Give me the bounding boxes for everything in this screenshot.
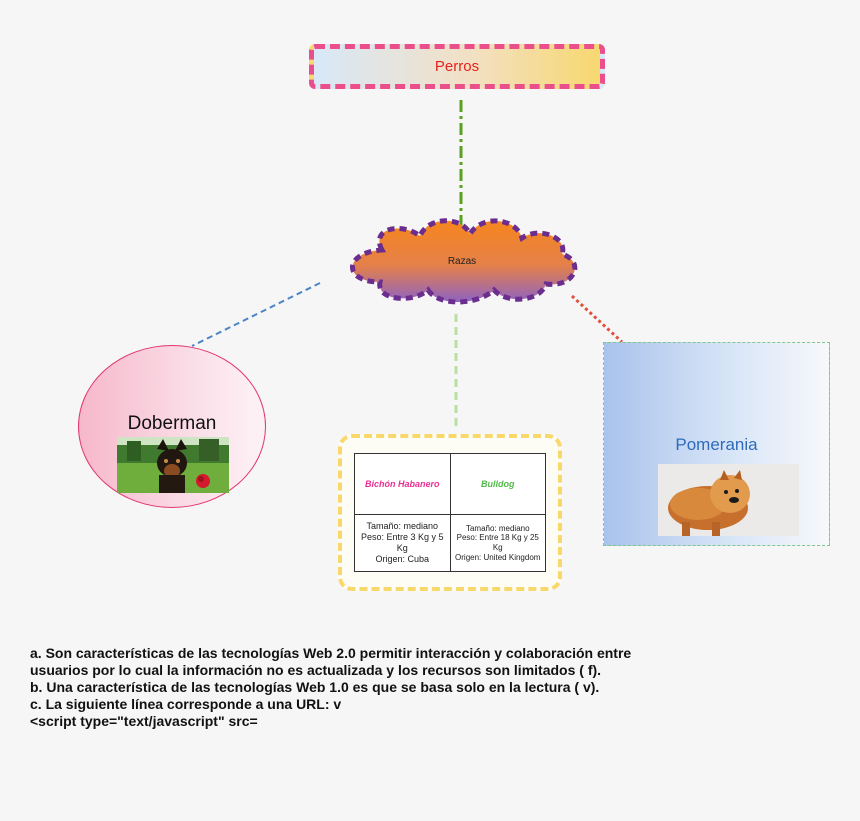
pomerania-label: Pomerania (675, 435, 758, 454)
link-hub-pomerania (570, 294, 624, 344)
pomeranian-photo (658, 464, 799, 536)
table-cell-bichon: Tamaño: mediano Peso: Entre 3 Kg y 5 Kg … (354, 514, 451, 572)
question-text: a. Son características de las tecnología… (30, 645, 690, 766)
statement-code: <script type="text/javascript" src= (30, 713, 258, 729)
doberman-label: Doberman (127, 413, 217, 434)
doberman-photo (117, 437, 229, 493)
link-hub-doberman (191, 282, 321, 347)
statement-a: a. Son características de las tecnología… (30, 645, 632, 678)
razas-cloud (350, 218, 578, 305)
root-node-perros[interactable]: Perros (309, 44, 605, 89)
table-cell-bulldog: Tamaño: mediano Peso: Entre 18 Kg y 25 K… (449, 514, 546, 572)
statement-b: b. Una característica de las tecnologías… (30, 679, 600, 695)
root-node-label: Perros (434, 58, 480, 75)
statement-c: c. La siguiente línea corresponde a una … (30, 696, 342, 712)
table-header-bulldog: Bulldog (449, 453, 546, 515)
table-header-bichon: Bichón Habanero (354, 453, 451, 515)
breed-table: Bichón Habanero Bulldog Tamaño: mediano … (354, 453, 546, 572)
hub-node-label: Razas (447, 256, 477, 267)
